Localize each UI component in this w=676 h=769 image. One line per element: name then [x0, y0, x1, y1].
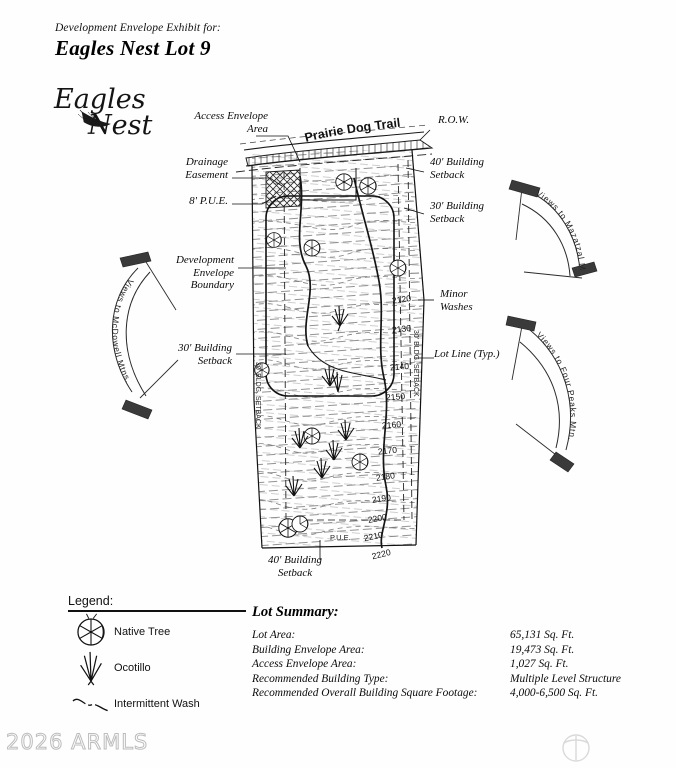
lot-summary-row: Building Envelope Area: 19,473 Sq. Ft. — [252, 643, 644, 658]
annotation-access-envelope: Access Envelope Area — [194, 110, 268, 135]
annotation-setback-40-top: 40' Building Setback — [430, 156, 484, 181]
contour-label: 2120 — [391, 293, 412, 306]
contour-label: 2130 — [391, 323, 411, 335]
summary-key: Access Envelope Area: — [252, 658, 357, 671]
legend-label: Ocotillo — [114, 662, 151, 674]
legend-title: Legend: — [68, 594, 114, 608]
lot-summary-row: Access Envelope Area: 1,027 Sq. Ft. — [252, 657, 644, 672]
ocotillo-icon — [68, 651, 114, 686]
lot-summary-row: Recommended Building Type: Multiple Leve… — [252, 672, 644, 687]
legend-divider — [68, 610, 246, 612]
lot-topography — [252, 150, 424, 548]
watermark-logo-icon — [556, 730, 596, 764]
annotation-development-envelope: Development Envelope Boundary — [175, 254, 234, 292]
native-tree-symbols — [254, 173, 407, 538]
contour-label: 2160 — [382, 419, 402, 430]
contour-label: 2220 — [371, 547, 392, 561]
leader-lines — [232, 129, 434, 560]
legend-label: Native Tree — [114, 626, 171, 638]
contour-label: 2200 — [367, 512, 388, 525]
street-name-label: Prairie Dog Trail — [303, 116, 401, 145]
minor-washes — [298, 175, 389, 549]
ocotillo-symbols — [285, 305, 355, 497]
annotation-minor-washes: Minor Washes — [440, 288, 473, 313]
development-envelope-boundary — [265, 195, 395, 397]
lot-summary-title: Lot Summary: — [252, 604, 339, 620]
site-plan-drawing: Prairie Dog Trail — [0, 0, 598, 561]
watermark-text: 2026 ARMLS — [5, 730, 149, 755]
drainage-easement-area — [265, 169, 301, 209]
prairie-dog-trail-road — [235, 124, 434, 173]
annotation-lot-line: Lot Line (Typ.) — [434, 348, 500, 360]
intermittent-wash-icon — [68, 688, 114, 720]
annotation-pue-left: 8' P.U.E. — [189, 195, 228, 207]
contour-label: 2150 — [386, 391, 406, 402]
summary-value: 19,473 Sq. Ft. — [510, 643, 575, 656]
annotation-setback-40-bottom: 40' Building Setback — [268, 554, 322, 579]
summary-value: 65,131 Sq. Ft. — [510, 629, 575, 641]
lot-summary-row: Lot Area: 65,131 Sq. Ft. — [252, 628, 644, 643]
summary-key: Recommended Overall Building Square Foot… — [252, 687, 478, 700]
title-block: Development Envelope Exhibit for: Eagles… — [55, 22, 221, 61]
annotation-drainage-easement: Drainage Easement — [185, 156, 228, 181]
svg-text:30' BLDG. SETBACK: 30' BLDG. SETBACK — [254, 362, 261, 429]
annotation-setback-30-top: 30' Building Setback — [430, 200, 484, 225]
contour-label: 2170 — [377, 445, 397, 457]
contour-elevation-labels: 2120 2130 2140 2150 2160 2170 21 — [363, 293, 412, 561]
summary-key: Lot Area: — [252, 629, 296, 641]
contour-label: 2180 — [375, 470, 396, 483]
legend-item-native-tree: Native Tree — [68, 613, 246, 648]
contour-label: 2190 — [371, 492, 392, 505]
summary-key: Recommended Building Type: — [252, 672, 389, 685]
legend-label: Intermittent Wash — [114, 698, 200, 710]
contour-label: 2140 — [389, 361, 409, 373]
svg-text:30' BLDG. SETBACK: 30' BLDG. SETBACK — [412, 330, 419, 397]
page-title: Eagles Nest Lot 9 — [55, 36, 211, 60]
summary-value: 1,027 Sq. Ft. — [510, 658, 569, 671]
document-subtitle: Development Envelope Exhibit for: — [55, 22, 221, 34]
feather-flourish — [77, 109, 111, 127]
svg-text:Views to Four Peaks Mtn.: Views to Four Peaks Mtn. — [535, 330, 579, 442]
pue-bottom-label: P.U.E. — [330, 533, 351, 542]
legend: Legend: Native Tree — [68, 594, 246, 720]
annotation-row: R.O.W. — [438, 114, 470, 126]
summary-value: Multiple Level Structure — [510, 672, 621, 685]
eagles-nest-logo: Eagles Nest — [52, 82, 212, 144]
lot-summary-row: Recommended Overall Building Square Foot… — [252, 686, 644, 701]
setback-tick-label: 30' BLDG. SETBACK 30' BLDG. SETBACK — [254, 330, 419, 429]
annotation-setback-30-left: 30' Building Setback — [178, 342, 232, 367]
legend-item-intermittent-wash: Intermittent Wash — [68, 688, 246, 720]
logo-line1: Eagles — [53, 84, 146, 115]
summary-value: 4,000-6,500 Sq. Ft. — [510, 687, 598, 700]
lot-line — [251, 149, 425, 549]
view-arc-four-peaks: Views to Four Peaks Mtn. — [505, 315, 579, 473]
native-tree-icon — [68, 613, 114, 648]
contour-label: 2210 — [363, 529, 384, 543]
lot-summary: Lot Summary: Lot Area: 65,131 Sq. Ft. Bu… — [252, 604, 644, 701]
summary-key: Building Envelope Area: — [252, 643, 365, 656]
building-setback-lines — [283, 159, 413, 521]
legend-item-ocotillo: Ocotillo — [68, 651, 246, 686]
